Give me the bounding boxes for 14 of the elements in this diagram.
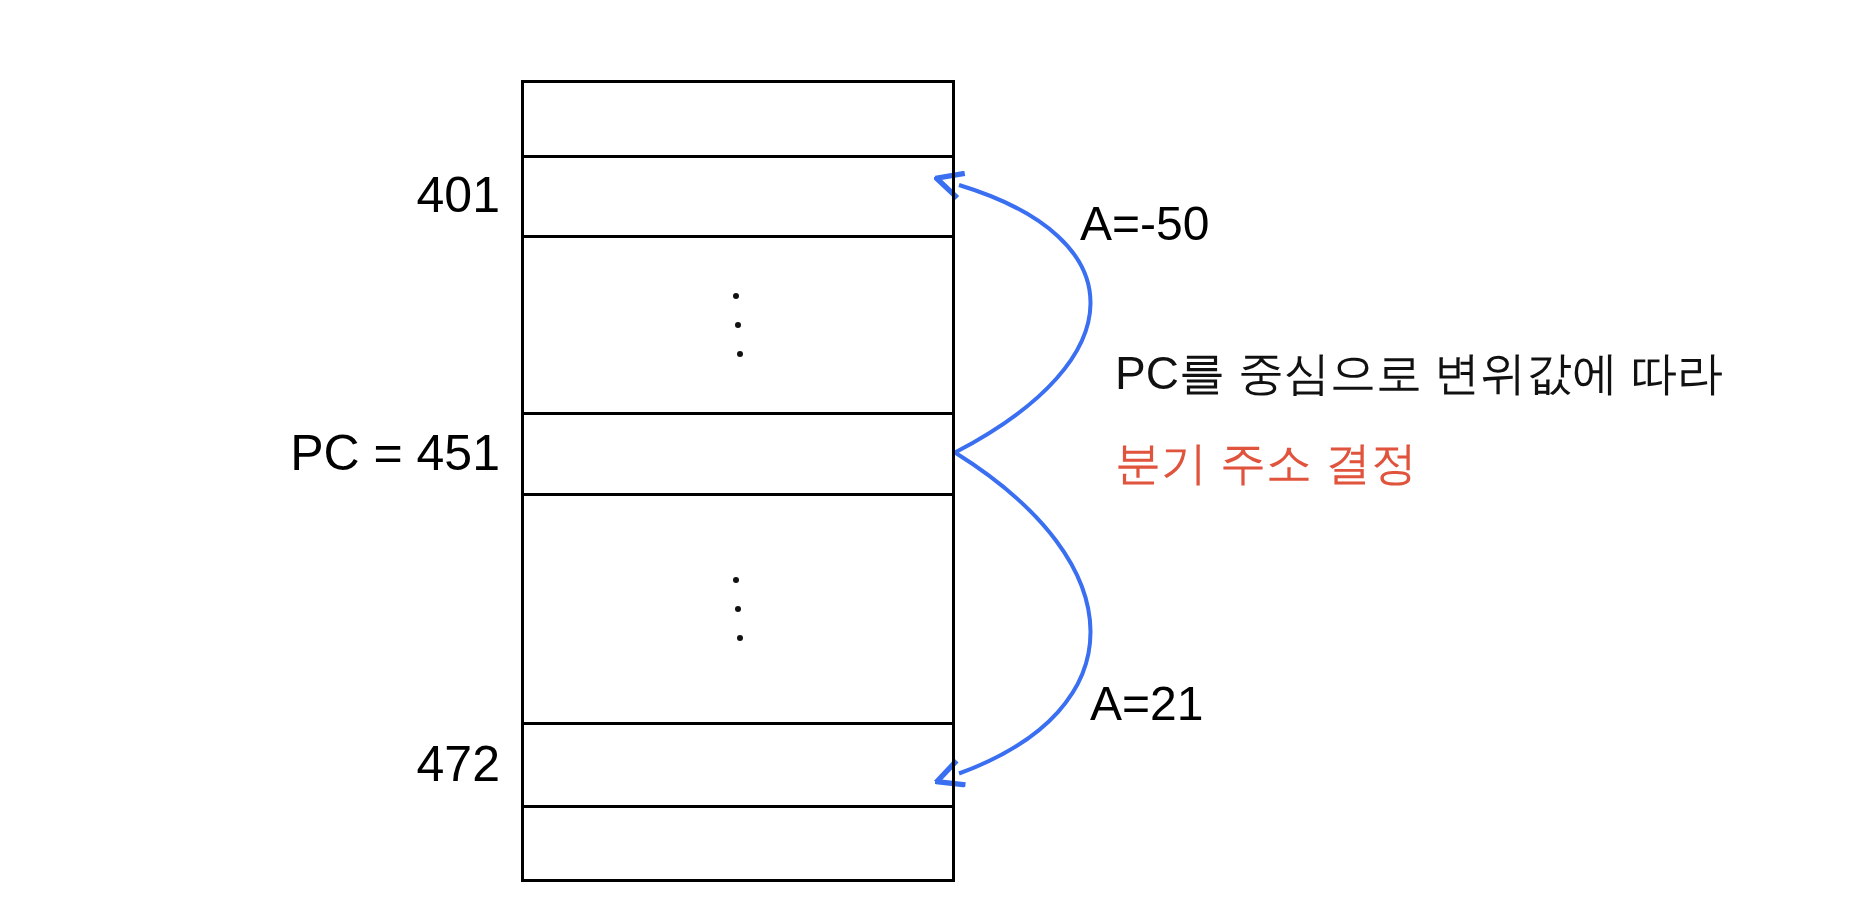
memory-cell: [521, 493, 955, 722]
annotation-text: 분기 주소 결정: [1115, 440, 1417, 486]
curved-arrow: [934, 450, 1093, 788]
annotation-text: PC를 중심으로 변위값에 따라: [1115, 350, 1724, 396]
memory-cell: [521, 412, 955, 493]
memory-cell: [521, 805, 955, 882]
memory-cell: [521, 80, 955, 155]
curved-arrow: [934, 171, 1093, 455]
memory-cell: [521, 722, 955, 805]
address-label: 472: [416, 738, 500, 789]
memory-cell: [521, 155, 955, 235]
memory-cell: [521, 235, 955, 412]
address-label: 401: [416, 170, 500, 220]
address-label: PC = 451: [290, 427, 500, 478]
